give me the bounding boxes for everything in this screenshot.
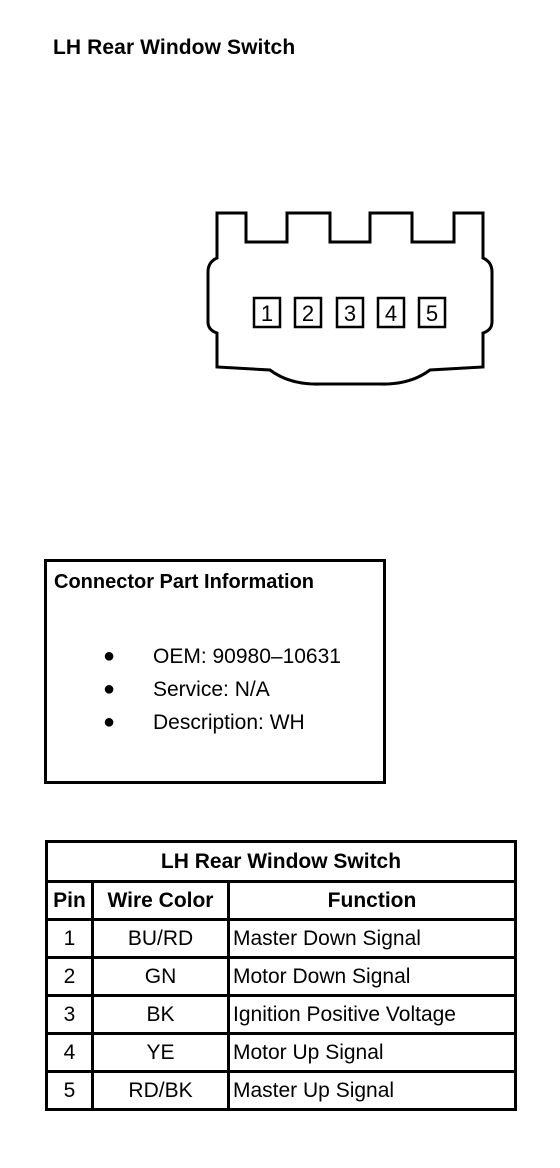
wire-color-cell: GN (91, 956, 230, 997)
pin-cell: 3 (45, 994, 94, 1035)
bullet-icon: ● (103, 678, 116, 700)
pin-cell: 4 (45, 1032, 94, 1073)
pin-cell: 2 (45, 956, 94, 997)
pin-1-box (252, 296, 282, 329)
pin-cell: 1 (45, 918, 94, 959)
pin-table-title: LH Rear Window Switch (45, 840, 517, 883)
column-header-function: Function (227, 880, 517, 921)
column-header-pin: Pin (45, 880, 94, 921)
connector-part-info-box: Connector Part Information ● OEM: 90980–… (44, 559, 386, 784)
pin-4: 4 (376, 296, 406, 329)
pin-3-number: 3 (344, 301, 356, 326)
pin-3-box (335, 296, 365, 329)
table-row: 3 BK Ignition Positive Voltage (45, 994, 517, 1035)
column-header-wire-color: Wire Color (91, 880, 230, 921)
pin-2-number: 2 (302, 301, 314, 326)
part-info-description-text: Description: WH (153, 711, 305, 734)
pin-3: 3 (335, 296, 365, 329)
part-info-oem-text: OEM: 90980–10631 (153, 645, 341, 668)
wire-color-cell: YE (91, 1032, 230, 1073)
pin-5-number: 5 (426, 301, 438, 326)
pin-5: 5 (417, 296, 447, 329)
connector-diagram: 1 2 3 4 5 (206, 211, 494, 386)
part-info-heading: Connector Part Information (54, 571, 315, 593)
function-cell: Ignition Positive Voltage (227, 994, 517, 1035)
table-row: 5 RD/BK Master Up Signal (45, 1070, 517, 1111)
pin-2: 2 (293, 296, 323, 329)
function-cell: Master Up Signal (227, 1070, 517, 1111)
pin-1-number: 1 (261, 301, 273, 326)
bullet-icon: ● (103, 645, 116, 667)
wire-color-cell: RD/BK (91, 1070, 230, 1111)
table-row: 2 GN Motor Down Signal (45, 956, 517, 997)
pin-4-number: 4 (385, 301, 397, 326)
table-row: 4 YE Motor Up Signal (45, 1032, 517, 1073)
pin-table: LH Rear Window Switch Pin Wire Color Fun… (45, 840, 517, 1111)
connector-outline (206, 211, 494, 386)
wire-color-cell: BK (91, 994, 230, 1035)
pin-cell: 5 (45, 1070, 94, 1111)
part-info-service-text: Service: N/A (153, 678, 270, 701)
page-title: LH Rear Window Switch (53, 36, 296, 59)
function-cell: Motor Up Signal (227, 1032, 517, 1073)
table-row: 1 BU/RD Master Down Signal (45, 918, 517, 959)
pin-5-box (417, 296, 447, 329)
pin-table-header-row: Pin Wire Color Function (45, 880, 517, 921)
bullet-icon: ● (103, 711, 116, 733)
function-cell: Motor Down Signal (227, 956, 517, 997)
wire-color-cell: BU/RD (91, 918, 230, 959)
pin-4-box (376, 296, 406, 329)
function-cell: Master Down Signal (227, 918, 517, 959)
pin-1: 1 (252, 296, 282, 329)
pin-2-box (293, 296, 323, 329)
